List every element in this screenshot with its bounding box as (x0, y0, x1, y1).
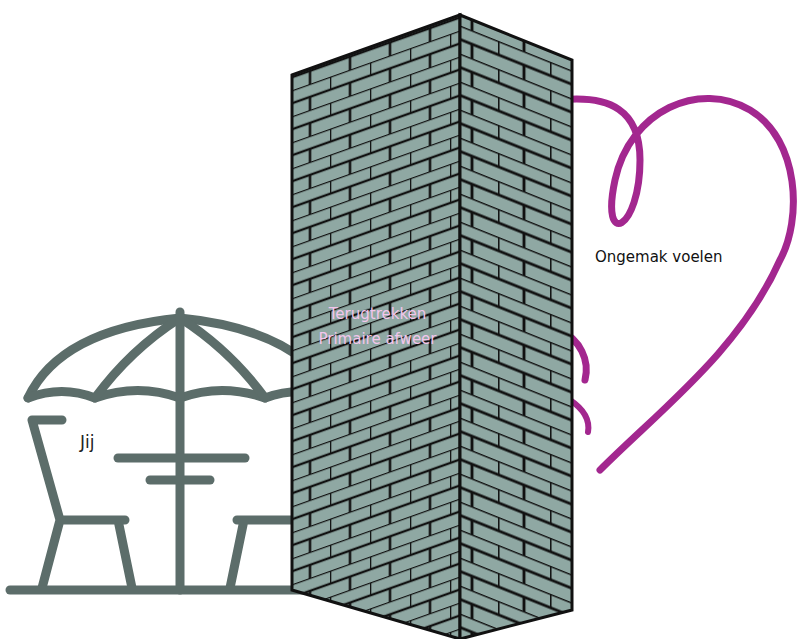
node-text: Ongemak voelen (595, 248, 795, 266)
table-bar (150, 476, 210, 485)
table-top (118, 454, 245, 463)
heart-shape-outline (540, 80, 809, 480)
left-chair (32, 420, 132, 588)
person-label: Jij (80, 432, 94, 452)
brick-wall-outline (290, 13, 575, 639)
node-text: Terugtrekken (290, 305, 465, 323)
node-text: Primaire afweer (290, 330, 465, 348)
heart-shape: Ongemak voelen (540, 80, 809, 480)
brick-wall: TerugtrekkenPrimaire afweer (290, 13, 575, 639)
umbrella-pole (176, 312, 185, 590)
